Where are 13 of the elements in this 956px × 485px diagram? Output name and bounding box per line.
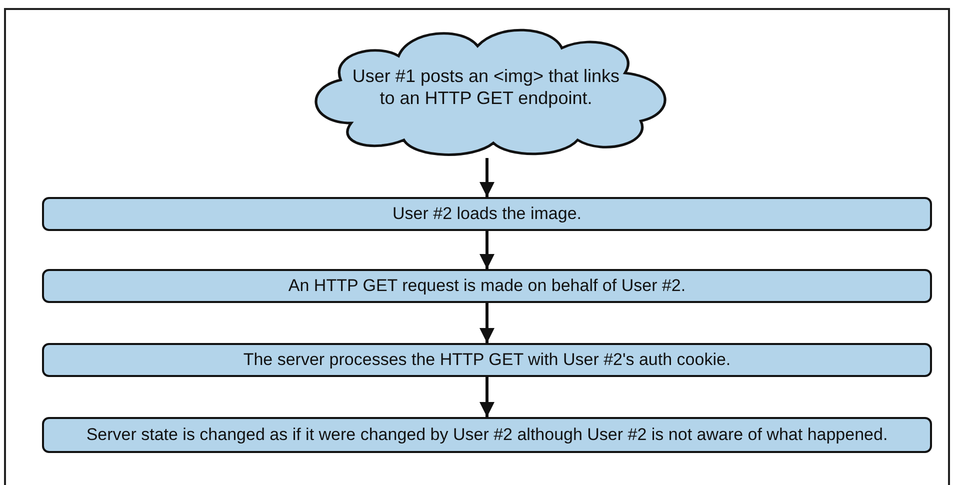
node-text: User #2 loads the image. [392,204,582,224]
arrow [480,231,494,269]
arrow [480,158,494,197]
node-text: User #1 posts an <img> that links to an HTTP GET endpoint. [351,66,621,110]
node-text: An HTTP GET request is made on behalf of User #2. [287,276,687,296]
node-text: Server state is changed as if it were changed by User #2 although User #2 is not aware of what happened. [85,425,889,445]
arrow [480,377,494,417]
process-box [42,417,932,453]
process-box [42,269,932,303]
arrow [480,303,494,343]
node-text: The server processes the HTTP GET with User #2's auth cookie. [242,350,732,370]
process-box [42,343,932,377]
process-box [42,197,932,231]
